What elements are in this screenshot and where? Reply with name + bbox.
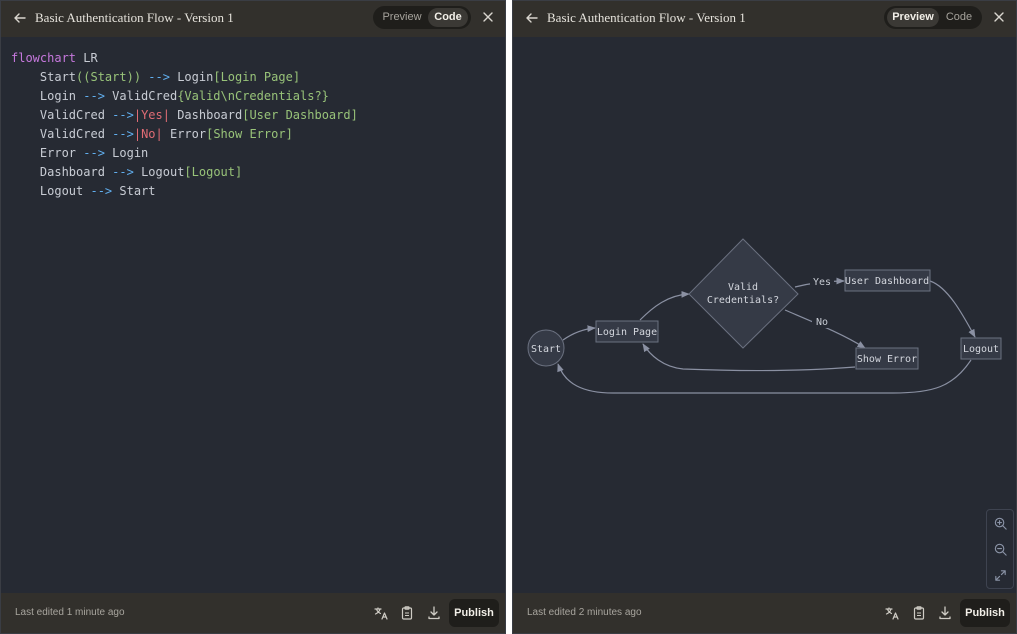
edge-login-validcred — [639, 291, 690, 321]
code-token: --> — [90, 184, 113, 198]
node-valid-credentials-label-2: Credentials? — [707, 295, 779, 306]
code-panel: Basic Authentication Flow - Version 1 Pr… — [0, 0, 506, 634]
preview-tab[interactable]: Preview — [382, 11, 422, 23]
node-login-page[interactable] — [595, 320, 659, 343]
last-edited-text: Last edited 1 minute ago — [15, 607, 125, 618]
edge-label-yes: Yes — [813, 277, 831, 288]
preview-panel-footer: Last edited 2 minutes ago Publish — [513, 593, 1016, 633]
code-token: [User Dashboard] — [242, 108, 358, 122]
edge-label-no-bg — [812, 314, 832, 328]
node-user-dashboard-label: User Dashboard — [845, 276, 929, 287]
node-logout[interactable] — [960, 337, 1002, 360]
translate-icon[interactable] — [884, 605, 900, 621]
node-valid-credentials-label-1: Valid — [728, 282, 758, 293]
node-login-page-label: Login Page — [597, 327, 657, 338]
code-editor[interactable]: flowchart LR Start((Start)) --> Login[Lo… — [11, 49, 358, 201]
node-valid-credentials[interactable] — [688, 238, 799, 349]
node-user-dashboard[interactable] — [844, 269, 931, 292]
last-edited-text: Last edited 2 minutes ago — [527, 607, 642, 618]
code-line: Dashboard --> Logout[Logout] — [11, 163, 358, 182]
code-token: Login — [104, 146, 149, 160]
view-toggle: Preview Code — [373, 6, 471, 29]
edge-error-login — [642, 343, 856, 372]
code-token: --> — [83, 89, 105, 103]
artifact-title: Basic Authentication Flow - Version 1 — [35, 10, 234, 25]
edge-label-no: No — [816, 317, 828, 328]
code-token: |No| — [133, 127, 163, 141]
artifact-title: Basic Authentication Flow - Version 1 — [547, 10, 746, 25]
preview-panel-header: Basic Authentication Flow - Version 1 Pr… — [513, 1, 1016, 37]
code-token: flowchart — [11, 51, 77, 65]
zoom-in-icon[interactable] — [993, 516, 1008, 531]
code-tab[interactable]: Code — [428, 8, 468, 27]
node-show-error[interactable] — [855, 347, 919, 370]
translate-icon[interactable] — [373, 605, 389, 621]
code-token: ValidCred — [11, 108, 113, 122]
edge-start-login — [562, 325, 596, 341]
code-token: Dashboard — [11, 165, 113, 179]
code-token: Login — [11, 89, 84, 103]
expand-icon[interactable] — [993, 568, 1008, 583]
code-token: --> — [112, 165, 134, 179]
code-line: ValidCred -->|No| Error[Show Error] — [11, 125, 358, 144]
code-token: --> — [148, 70, 170, 84]
node-start[interactable] — [527, 329, 565, 367]
code-token: --> — [83, 146, 105, 160]
code-line: Start((Start)) --> Login[Login Page] — [11, 68, 358, 87]
close-icon[interactable] — [480, 9, 496, 25]
code-token: ((Start)) — [76, 70, 142, 84]
zoom-controls — [986, 509, 1014, 589]
preview-tab[interactable]: Preview — [887, 8, 939, 27]
code-line: flowchart LR — [11, 49, 358, 68]
view-toggle: Preview Code — [884, 6, 982, 29]
code-line: Login --> ValidCred{Valid\nCredentials?} — [11, 87, 358, 106]
arrow-left-icon[interactable] — [11, 9, 29, 27]
code-token: [Show Error] — [206, 127, 293, 141]
code-token: [Logout] — [184, 165, 243, 179]
code-line: ValidCred -->|Yes| Dashboard[User Dashbo… — [11, 106, 358, 125]
arrow-left-icon[interactable] — [523, 9, 541, 27]
code-line: Logout --> Start — [11, 182, 358, 201]
edge-validcred-error — [784, 309, 866, 349]
code-token: Error — [162, 127, 207, 141]
code-panel-header: Basic Authentication Flow - Version 1 Pr… — [1, 1, 505, 37]
code-token: |Yes| — [133, 108, 170, 122]
code-token: ValidCred — [11, 127, 113, 141]
code-token: Error — [11, 146, 84, 160]
node-logout-label: Logout — [963, 344, 999, 355]
code-token: {Valid\nCredentials?} — [177, 89, 329, 103]
code-tab[interactable]: Code — [945, 11, 973, 23]
code-token: [Login Page] — [213, 70, 301, 84]
clipboard-icon[interactable] — [911, 605, 927, 621]
code-panel-footer: Last edited 1 minute ago Publish — [1, 593, 505, 633]
edge-logout-start — [557, 359, 972, 394]
zoom-out-icon[interactable] — [993, 542, 1008, 557]
code-token: Dashboard — [169, 108, 243, 122]
node-start-label: Start — [531, 344, 561, 355]
edge-dashboard-logout — [929, 280, 976, 338]
code-token: Logout — [11, 184, 91, 198]
code-token: LR — [76, 51, 98, 65]
code-token: ValidCred — [104, 89, 178, 103]
code-token: --> — [112, 127, 134, 141]
preview-panel: Basic Authentication Flow - Version 1 Pr… — [512, 0, 1017, 634]
code-token: Logout — [133, 165, 185, 179]
code-token: Login — [169, 70, 214, 84]
code-line: Error --> Login — [11, 144, 358, 163]
clipboard-icon[interactable] — [399, 605, 415, 621]
flowchart-diagram: Yes No Start Login Page Valid Credential… — [527, 238, 1002, 394]
node-show-error-label: Show Error — [857, 354, 917, 365]
edge-label-yes-bg — [810, 274, 834, 288]
download-icon[interactable] — [426, 605, 442, 621]
download-icon[interactable] — [937, 605, 953, 621]
code-token: --> — [112, 108, 134, 122]
code-token: Start — [11, 70, 77, 84]
close-icon[interactable] — [991, 9, 1007, 25]
publish-button[interactable]: Publish — [449, 599, 499, 627]
code-token: Start — [112, 184, 156, 198]
publish-button[interactable]: Publish — [960, 599, 1010, 627]
